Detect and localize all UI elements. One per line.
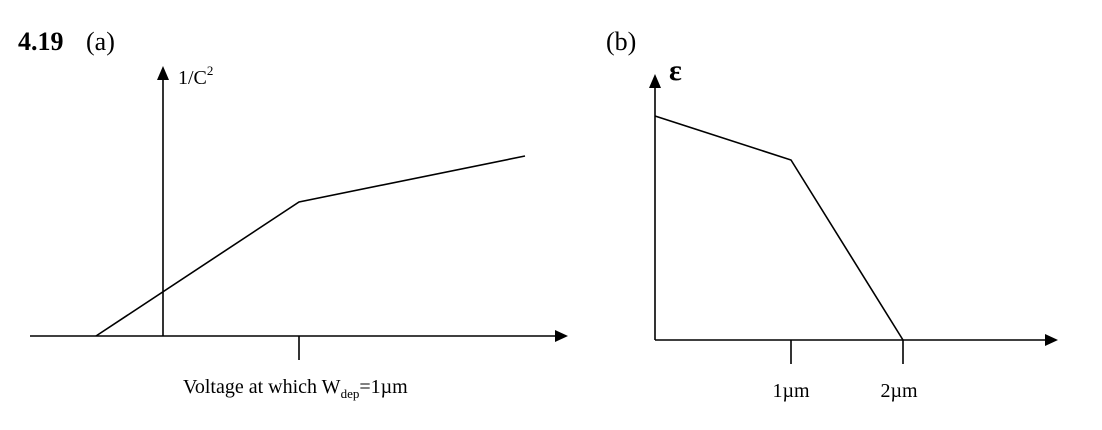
panel-a-curve [95, 155, 526, 337]
panel-b-x-tick-label-1um: 1µm [772, 380, 810, 402]
problem-number: 4.19 [18, 27, 64, 56]
part-b-label: (b) [606, 27, 636, 56]
panel-a-x-axis-arrowhead [555, 330, 568, 342]
panel-b-x-tick-label-2um: 2µm [880, 380, 918, 402]
panel-b-field-profile [654, 115, 904, 341]
panel-a-y-axis-label: 1/C2 [178, 63, 213, 89]
panel-b-y-axis-arrowhead [649, 74, 661, 88]
panel-b-x-axis-arrowhead [1045, 334, 1058, 346]
panel-a-y-axis-label-superscript: 2 [207, 63, 214, 78]
panel-a-x-axis-label-subscript: dep [341, 386, 360, 401]
part-a-label: (a) [86, 27, 115, 56]
panel-a: 1/C2 Voltage at which Wdep=1µm [30, 63, 568, 401]
panel-a-x-axis-label: Voltage at which Wdep=1µm [183, 376, 408, 401]
panel-a-y-axis-arrowhead [157, 66, 169, 80]
panel-a-y-axis-label-main: 1/C [178, 67, 207, 89]
panel-b-y-axis-label: ε [669, 54, 682, 87]
panel-b: ε 1µm 2µm [649, 54, 1058, 402]
panel-a-x-axis-label-suffix: =1µm [359, 376, 408, 398]
panel-a-x-axis-label-prefix: Voltage at which W [183, 376, 341, 398]
